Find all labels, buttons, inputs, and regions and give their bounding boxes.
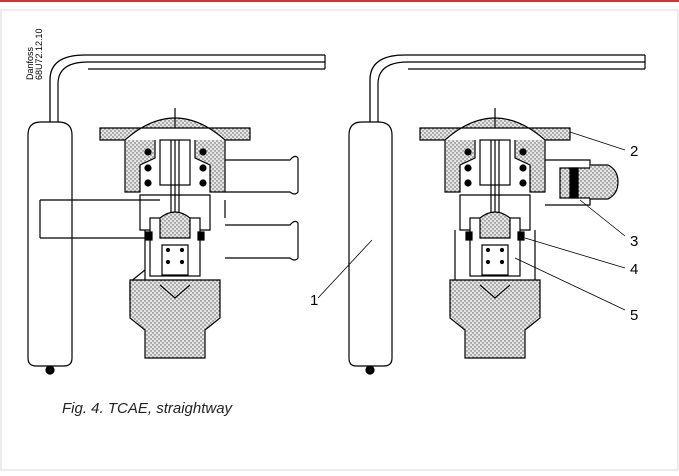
leader-5 [514,257,626,311]
right-valve [348,54,646,375]
callout-5: 5 [630,307,638,324]
right-cartridge [449,279,541,359]
frame-border [0,9,679,471]
code-text-1: Danfoss [25,46,35,80]
leader-2 [569,131,626,151]
left-capillary [49,54,325,138]
leader-1 [317,239,373,299]
callouts [317,131,626,311]
left-bulb [27,121,73,367]
figure-caption: Fig. 4. TCAE, straightway [62,400,233,417]
leader-3 [579,199,626,237]
left-cartridge [129,279,221,359]
left-outlet-top [225,155,299,195]
callout-1: 1 [310,292,318,309]
callout-4: 4 [630,261,638,278]
right-bulb-foot [365,365,375,375]
left-outlet-bottom [225,220,299,261]
right-bulb [348,121,393,367]
code-text-2: 68U72.12.10 [34,28,44,80]
right-capillary [369,54,645,138]
callout-2: 2 [630,143,638,160]
left-orifice [159,211,191,239]
right-orifice [479,211,511,239]
left-bulb-foot [45,365,55,375]
leader-4 [524,237,626,269]
left-valve [27,54,326,375]
callout-3: 3 [630,233,638,250]
